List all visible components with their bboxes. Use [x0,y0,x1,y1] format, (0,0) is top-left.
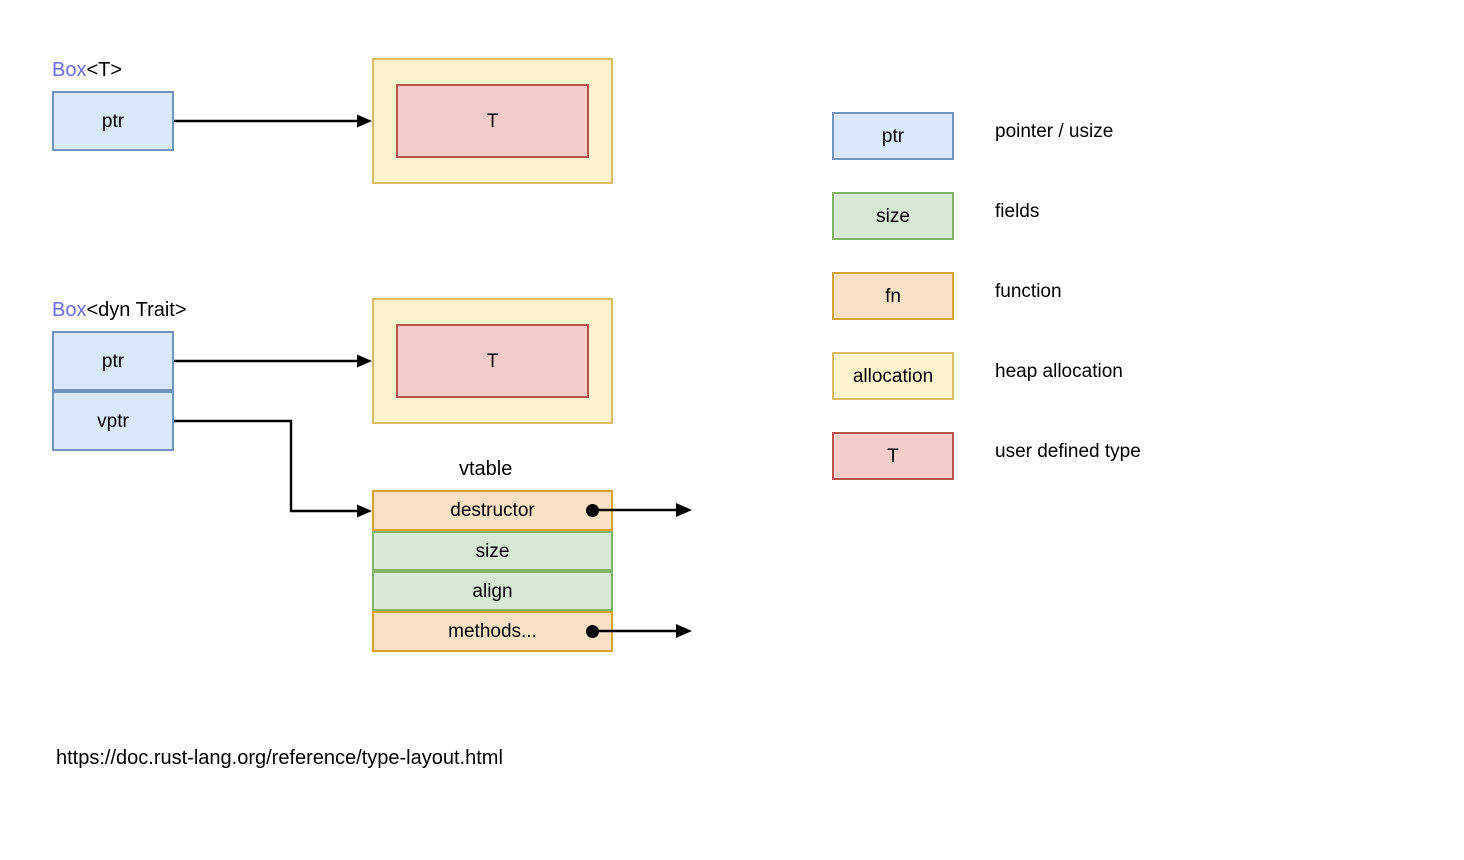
legend-swatch-ptr-label: ptr [881,125,905,147]
box-t-ptr-cell: ptr [52,91,174,151]
vtable-row-methods-label: methods... [448,621,537,642]
legend-swatch-allocation: allocation [832,352,954,400]
legend-swatch-fields: size [832,192,954,240]
legend-swatch-fn-label: fn [885,285,901,307]
edge-box-t-ptr-to-allocation [174,105,379,137]
source-url: https://doc.rust-lang.org/reference/type… [56,747,503,769]
edge-methods-out [592,615,702,647]
legend-swatch-allocation-label: allocation [852,365,934,387]
vtable-row-align-label: align [472,580,513,602]
legend-swatch-type-label: T [887,445,899,467]
box-dyn-allocation-inner-type-label: T [486,350,499,372]
vtable-label-text: vtable [459,458,513,480]
vtable-label: vtable [459,459,512,479]
box-t-title: Box<T> [52,60,122,80]
box-dyn-vptr-cell: vptr [52,391,174,451]
legend-swatch-type: T [832,432,954,480]
edge-destructor-out [592,494,702,526]
box-dyn-allocation-inner-type: T [396,324,589,398]
box-dyn-title-keyword: Box [52,299,87,321]
box-dyn-ptr-cell-label: ptr [101,350,125,372]
box-t-allocation-inner-type: T [396,84,589,158]
vtable-row-destructor-label: destructor [450,500,535,521]
box-dyn-title: Box<dyn Trait> [52,300,187,320]
box-dyn-ptr-cell: ptr [52,331,174,391]
box-dyn-vptr-cell-label: vptr [97,410,129,432]
vtable-row-destructor: destructor [372,490,613,531]
edge-box-dyn-vptr-to-vtable [174,405,389,525]
box-t-title-generic: <T> [86,59,123,81]
vtable-row-size-label: size [475,540,510,562]
box-t-ptr-cell-label: ptr [101,110,125,132]
box-t-allocation-inner-type-label: T [486,110,499,132]
edge-box-dyn-ptr-to-allocation [174,345,379,377]
box-dyn-title-generic: <dyn Trait> [86,299,187,321]
box-t-title-keyword: Box [52,59,87,81]
legend-swatch-ptr: ptr [832,112,954,160]
legend-swatch-fields-label: size [876,205,910,227]
legend-description-type: user defined type [995,441,1141,462]
legend-description-fn: function [995,281,1062,302]
legend-description-fields: fields [995,201,1040,222]
vtable-row-methods: methods... [372,611,613,652]
legend-description-allocation: heap allocation [995,361,1123,382]
vtable-row-align: align [372,571,613,611]
vtable-row-size: size [372,531,613,571]
legend-swatch-fn: fn [832,272,954,320]
legend-description-ptr: pointer / usize [995,121,1114,142]
